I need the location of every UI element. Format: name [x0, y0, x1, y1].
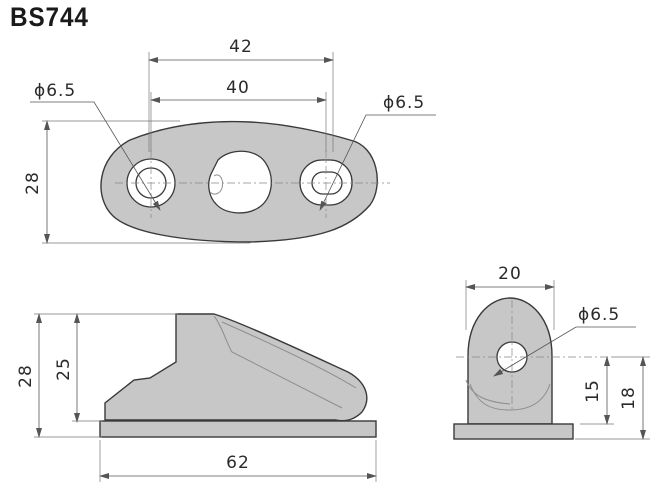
hole-dia-left-label: ϕ6.5	[34, 81, 76, 101]
dim-end-width-label: 20	[498, 264, 522, 284]
side-view-top-edge	[221, 321, 357, 389]
dim-overall-width-label: 42	[229, 37, 253, 57]
end-view: 20 ϕ6.5 15 18	[453, 264, 650, 440]
top-view-bore-notch	[209, 174, 223, 195]
end-view-base-plate	[453, 423, 574, 440]
side-view-body	[104, 313, 368, 422]
dim-end-hole-center-label: 15	[583, 379, 603, 403]
top-view: 42 40 28 ϕ6.5 ϕ6.5	[23, 37, 436, 244]
side-view: 28 25 62	[16, 313, 377, 482]
part-number-title: BS744	[10, 2, 89, 32]
side-view-base-plate	[99, 420, 377, 438]
dim-end-height-label: 18	[619, 386, 639, 410]
dim-side-body-height-label: 25	[54, 357, 74, 381]
dim-top-height-label: 28	[23, 171, 43, 195]
dim-side-length-label: 62	[226, 453, 250, 473]
end-view-curve	[469, 383, 551, 411]
hole-dia-right-label: ϕ6.5	[383, 93, 425, 113]
top-view-center-bore	[208, 150, 272, 214]
dim-side-overall-height-label: 28	[16, 364, 36, 388]
end-view-curve-inner	[465, 379, 511, 405]
side-view-edge-line	[213, 315, 343, 409]
end-view-hole-dia-label: ϕ6.5	[578, 305, 620, 325]
dim-hole-spacing-label: 40	[226, 78, 250, 98]
